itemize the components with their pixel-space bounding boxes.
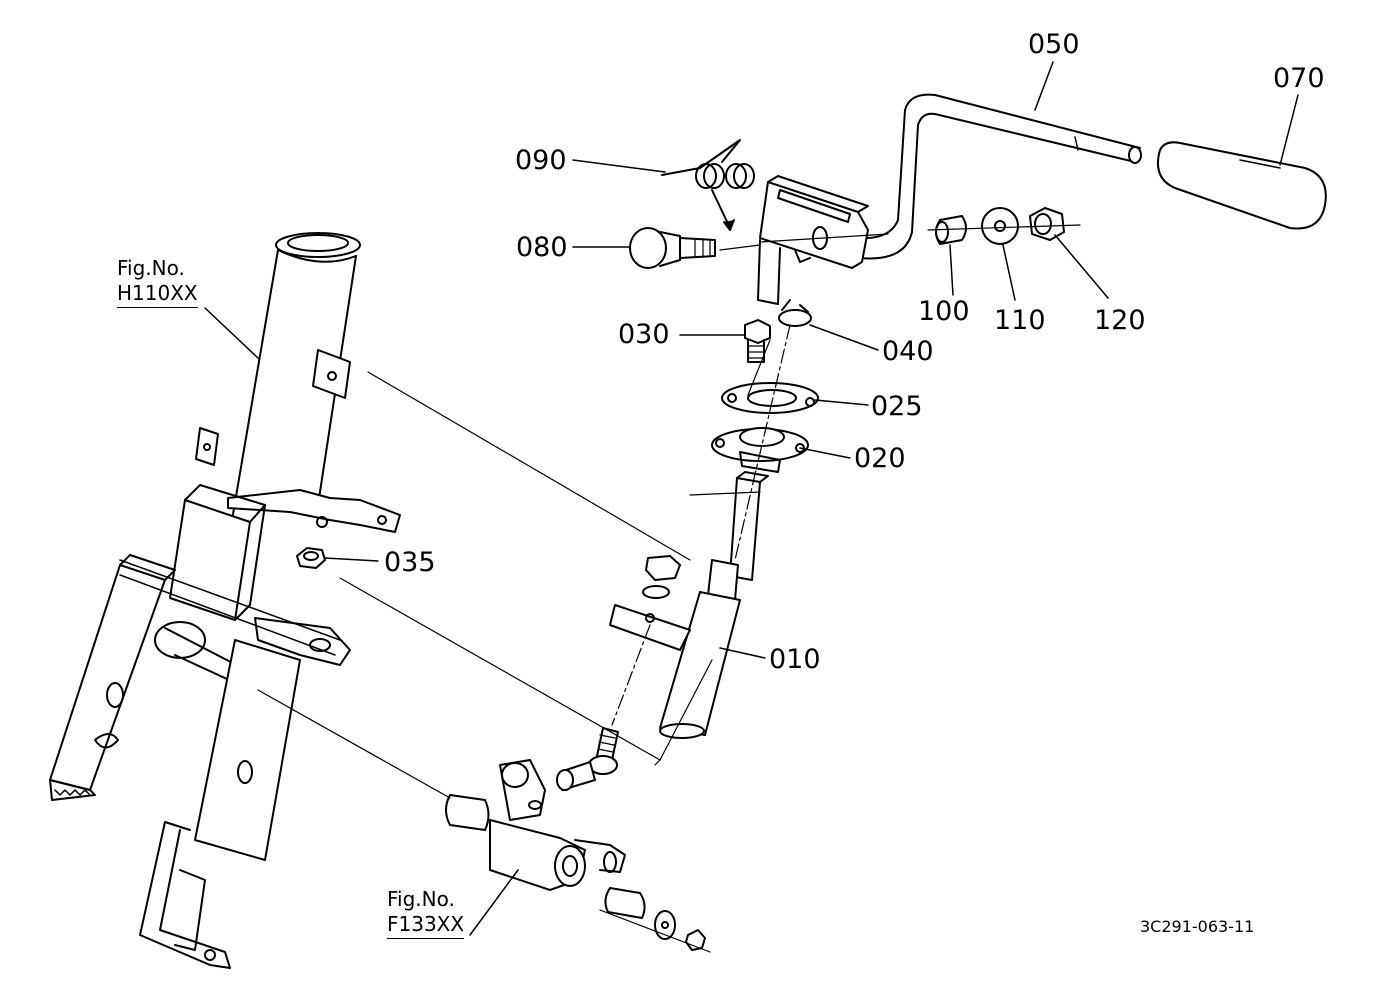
part-label-010: 010 bbox=[769, 644, 821, 675]
figure-reference-code: F133XX bbox=[387, 912, 465, 939]
part-label-035: 035 bbox=[384, 547, 436, 578]
bolt-030 bbox=[744, 319, 771, 363]
part-label-025: 025 bbox=[871, 391, 923, 422]
figure-reference-h110xx: Fig.No. H110XX bbox=[117, 256, 198, 308]
plate-020 bbox=[711, 427, 809, 473]
spring-090 bbox=[661, 139, 755, 231]
part-label-020: 020 bbox=[854, 443, 906, 474]
part-label-120: 120 bbox=[1094, 305, 1146, 336]
part-label-110: 110 bbox=[994, 305, 1046, 336]
part-label-050: 050 bbox=[1028, 29, 1080, 60]
nut-035 bbox=[296, 547, 326, 569]
part-label-080: 080 bbox=[516, 232, 568, 263]
shift-shaft-010 bbox=[609, 471, 769, 739]
assembly-lines bbox=[257, 224, 1081, 953]
part-label-040: 040 bbox=[882, 336, 934, 367]
pin-080 bbox=[629, 227, 716, 269]
column-frame-assembly bbox=[49, 232, 401, 969]
part-label-090: 090 bbox=[515, 145, 567, 176]
gasket-025 bbox=[721, 382, 819, 414]
washer-110 bbox=[981, 207, 1019, 245]
drawing-code: 3C291-063-11 bbox=[1140, 917, 1255, 936]
lever-arm-050 bbox=[857, 93, 1142, 260]
figure-reference-code: H110XX bbox=[117, 281, 198, 308]
lower-linkage-assembly bbox=[445, 727, 706, 951]
figure-reference-f133xx: Fig.No. F133XX bbox=[387, 887, 465, 939]
figure-reference-prefix: Fig.No. bbox=[117, 256, 185, 280]
part-label-100: 100 bbox=[918, 296, 970, 327]
nut-120 bbox=[1029, 207, 1065, 241]
part-label-070: 070 bbox=[1273, 63, 1325, 94]
figure-reference-prefix: Fig.No. bbox=[387, 887, 455, 911]
lever-bracket bbox=[757, 175, 869, 305]
collar-100 bbox=[935, 215, 967, 245]
part-label-030: 030 bbox=[618, 319, 670, 350]
leader-lines bbox=[204, 61, 1299, 936]
knob-070 bbox=[1156, 141, 1327, 230]
clip-040 bbox=[778, 299, 812, 327]
